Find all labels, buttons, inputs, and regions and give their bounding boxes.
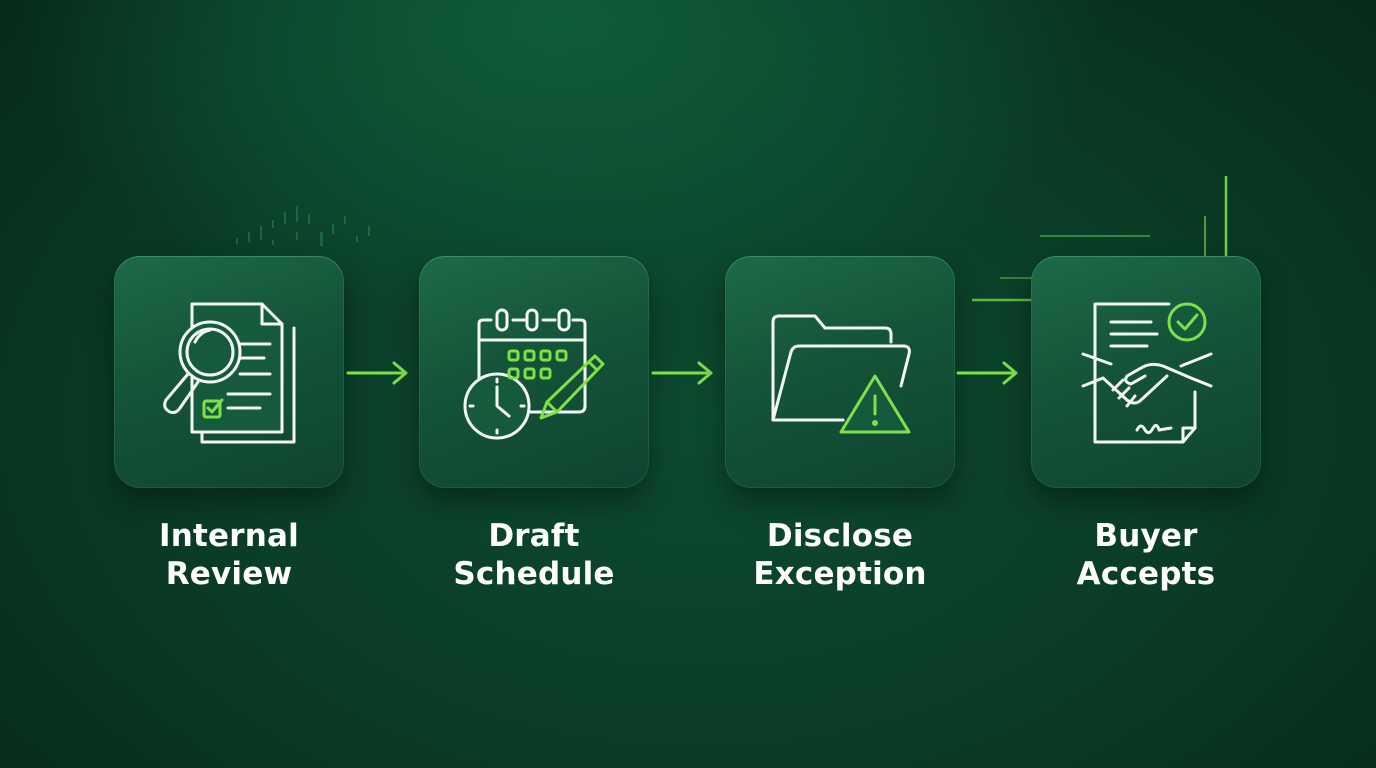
step-label-line2: Review: [165, 556, 293, 592]
step-card-draft-schedule: [419, 256, 649, 488]
calendar-clock-pencil-icon: [463, 308, 605, 440]
step-card-buyer-accepts: [1031, 256, 1261, 488]
arrow-right-icon: [346, 361, 408, 385]
step-label-line2: Exception: [753, 556, 927, 592]
step-card-internal-review: [114, 256, 344, 488]
arrow-right-icon: [651, 361, 713, 385]
dot-grid-decoration: [236, 206, 370, 246]
step-label-line1: Buyer: [1094, 518, 1198, 554]
glow-lines-decoration: [972, 176, 1228, 302]
step-label-line1: Disclose: [766, 518, 914, 554]
step-label-buyer-accepts: Buyer Accepts: [996, 517, 1296, 593]
contract-handshake-check-icon: [1081, 302, 1213, 444]
document-magnifier-checkbox-icon: [163, 302, 296, 444]
step-card-disclose-exception: [725, 256, 955, 488]
step-label-line2: Schedule: [453, 556, 615, 592]
step-label-draft-schedule: Draft Schedule: [384, 517, 684, 593]
step-label-line1: Internal: [159, 518, 299, 554]
step-label-line2: Accepts: [1076, 556, 1216, 592]
step-label-line1: Draft: [488, 518, 580, 554]
step-label-disclose-exception: Disclose Exception: [690, 517, 990, 593]
folder-warning-icon: [771, 314, 911, 434]
step-label-internal-review: Internal Review: [79, 517, 379, 593]
arrow-right-icon: [956, 361, 1018, 385]
